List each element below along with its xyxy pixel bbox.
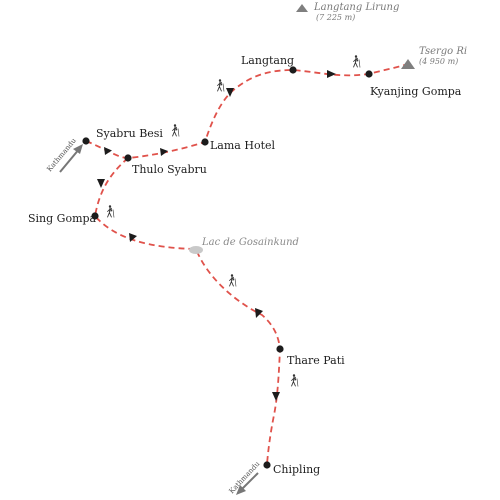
triangle-arrow-icon (272, 392, 280, 401)
triangle-arrow-icon (327, 70, 336, 78)
mountain-peak-icon (296, 4, 308, 12)
hiker-icon (353, 54, 361, 68)
triangle-arrow-icon (97, 179, 105, 188)
label-thare-pati: Thare Pati (287, 354, 345, 367)
hiker-icon (172, 123, 180, 137)
label-syabru-besi: Syabru Besi (96, 127, 163, 140)
label-langtang: Langtang (241, 54, 294, 67)
label-lama-hotel: Lama Hotel (210, 139, 275, 152)
triangle-arrow-icon (226, 88, 234, 97)
stop-marker-chipling (263, 461, 271, 469)
label-peak-langtang-lirung-elevation: (7 225 m) (316, 13, 355, 22)
mountain-peak-icon (401, 59, 415, 69)
route-path-gosainkund (94, 157, 281, 465)
lake-marker (189, 246, 203, 254)
arrow-icon (59, 144, 83, 173)
hiker-icon (229, 273, 237, 287)
stop-marker-syabru-besi (82, 137, 90, 145)
label-thulo-syabru: Thulo Syabru (132, 163, 207, 176)
stop-marker-kyanjing-gompa (365, 70, 373, 78)
label-peak-tsergo-ri-elevation: (4 950 m) (419, 57, 458, 66)
stop-marker-lama-hotel (201, 138, 209, 146)
stop-marker-thulo-syabru (124, 154, 132, 162)
triangle-arrow-icon (160, 148, 168, 156)
triangle-arrow-icon (104, 147, 112, 155)
label-peak-tsergo-ri: Tsergo Ri (419, 46, 467, 57)
stop-marker-langtang (289, 66, 297, 74)
triangle-arrow-icon (255, 308, 263, 318)
triangle-arrow-icon (129, 233, 137, 242)
stop-marker-sing-gompa (91, 212, 99, 220)
label-sing-gompa: Sing Gompa (28, 212, 97, 225)
stop-marker-thare-pati (276, 345, 284, 353)
hiker-icon (107, 204, 115, 218)
arrow-icon (236, 472, 259, 495)
label-chipling: Chipling (273, 463, 320, 476)
label-peak-langtang-lirung: Langtang Lirung (313, 2, 399, 13)
label-lake-gosainkund: Lac de Gosainkund (201, 237, 299, 248)
hiker-icon (217, 78, 225, 92)
label-kyanjing-gompa: Kyanjing Gompa (370, 85, 462, 98)
hiker-icon (291, 373, 299, 387)
